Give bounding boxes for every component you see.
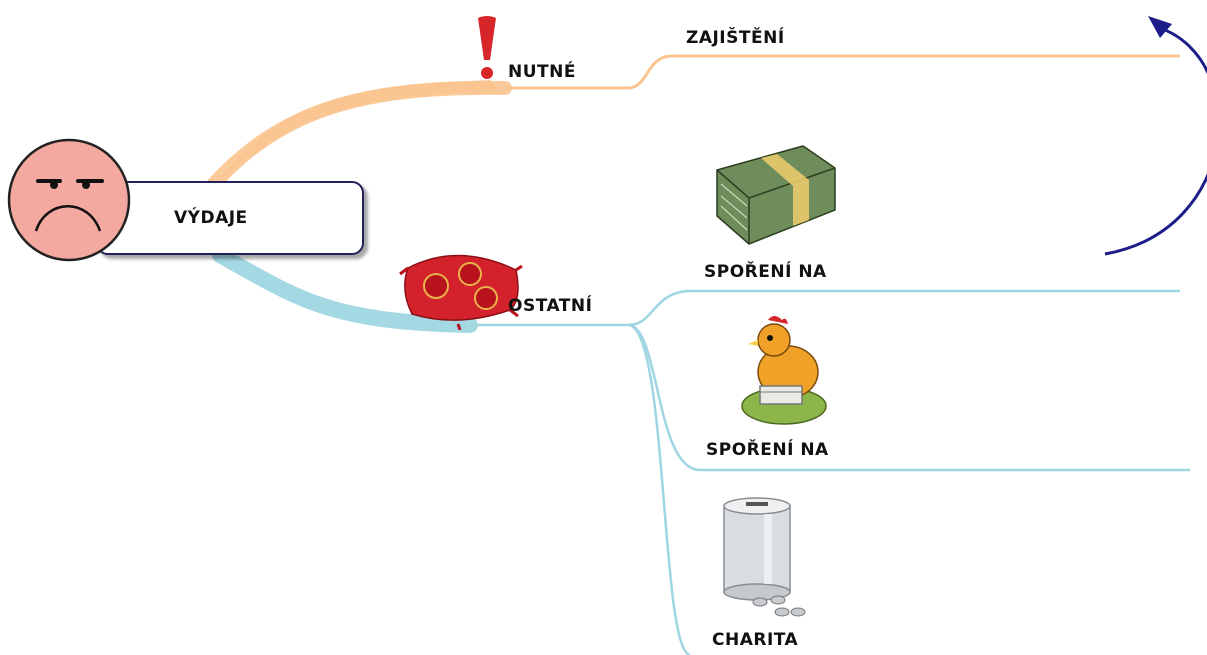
subtopic-label-sporeni-1[interactable]: SPOŘENÍ NA: [704, 262, 827, 282]
connector-charita: [627, 323, 691, 655]
arrow-head-icon: [1148, 16, 1172, 38]
connector-sporeni-2: [627, 323, 1190, 472]
branch-label-nutne[interactable]: NUTNÉ: [508, 62, 576, 82]
hen-on-money-icon: [741, 316, 827, 425]
cushion-icon: [399, 254, 523, 330]
curved-arrow: [1104, 26, 1207, 256]
root-node-box[interactable]: [96, 181, 364, 255]
exclamation-icon: [478, 16, 496, 79]
root-node-label: VÝDAJE: [174, 208, 248, 228]
subtopic-label-zajisteni[interactable]: ZAJIŠTĚNÍ: [686, 28, 785, 48]
branch-connector-nutne-core: [203, 80, 512, 195]
subtopic-label-sporeni-2[interactable]: SPOŘENÍ NA: [706, 440, 829, 460]
charity-can-icon: [723, 497, 806, 617]
subtopic-label-charita[interactable]: CHARITA: [712, 630, 799, 650]
sad-face-icon: [7, 138, 131, 262]
branch-label-ostatni[interactable]: OSTATNÍ: [508, 296, 593, 316]
connector-zajisteni: [505, 54, 1180, 90]
money-stack-icon: [716, 145, 836, 245]
branch-connector-ostatni: [212, 247, 478, 333]
